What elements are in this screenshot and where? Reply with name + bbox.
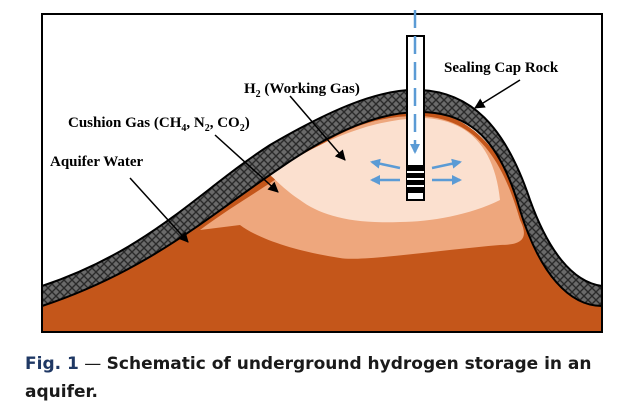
- frame-border: [41, 13, 603, 333]
- leader-cap-rock: [474, 79, 521, 109]
- label-sealing-cap-rock: Sealing Cap Rock: [444, 60, 559, 76]
- label-cushion-gas: Cushion Gas (CH4, N2, CO2): [68, 115, 250, 134]
- leader-cushion-gas: [214, 134, 279, 193]
- label-aquifer-water: Aquifer Water: [50, 154, 144, 170]
- leader-aquifer-water: [129, 177, 189, 243]
- flow-arrows: [370, 158, 462, 185]
- injection-well: [406, 10, 425, 201]
- leader-working-gas: [289, 95, 346, 161]
- label-working-gas: H2 (Working Gas): [244, 81, 360, 100]
- figure-caption: Fig. 1 — Schematic of underground hydrog…: [25, 350, 635, 406]
- caption-dash: —: [78, 354, 107, 374]
- caption-text: Schematic of underground hydrogen storag…: [25, 354, 592, 402]
- working-gas-region: [270, 118, 500, 223]
- caption-label: Fig. 1: [25, 354, 79, 374]
- storage-schematic: Sealing Cap Rock H2 (Working Gas) Cushio…: [41, 10, 603, 333]
